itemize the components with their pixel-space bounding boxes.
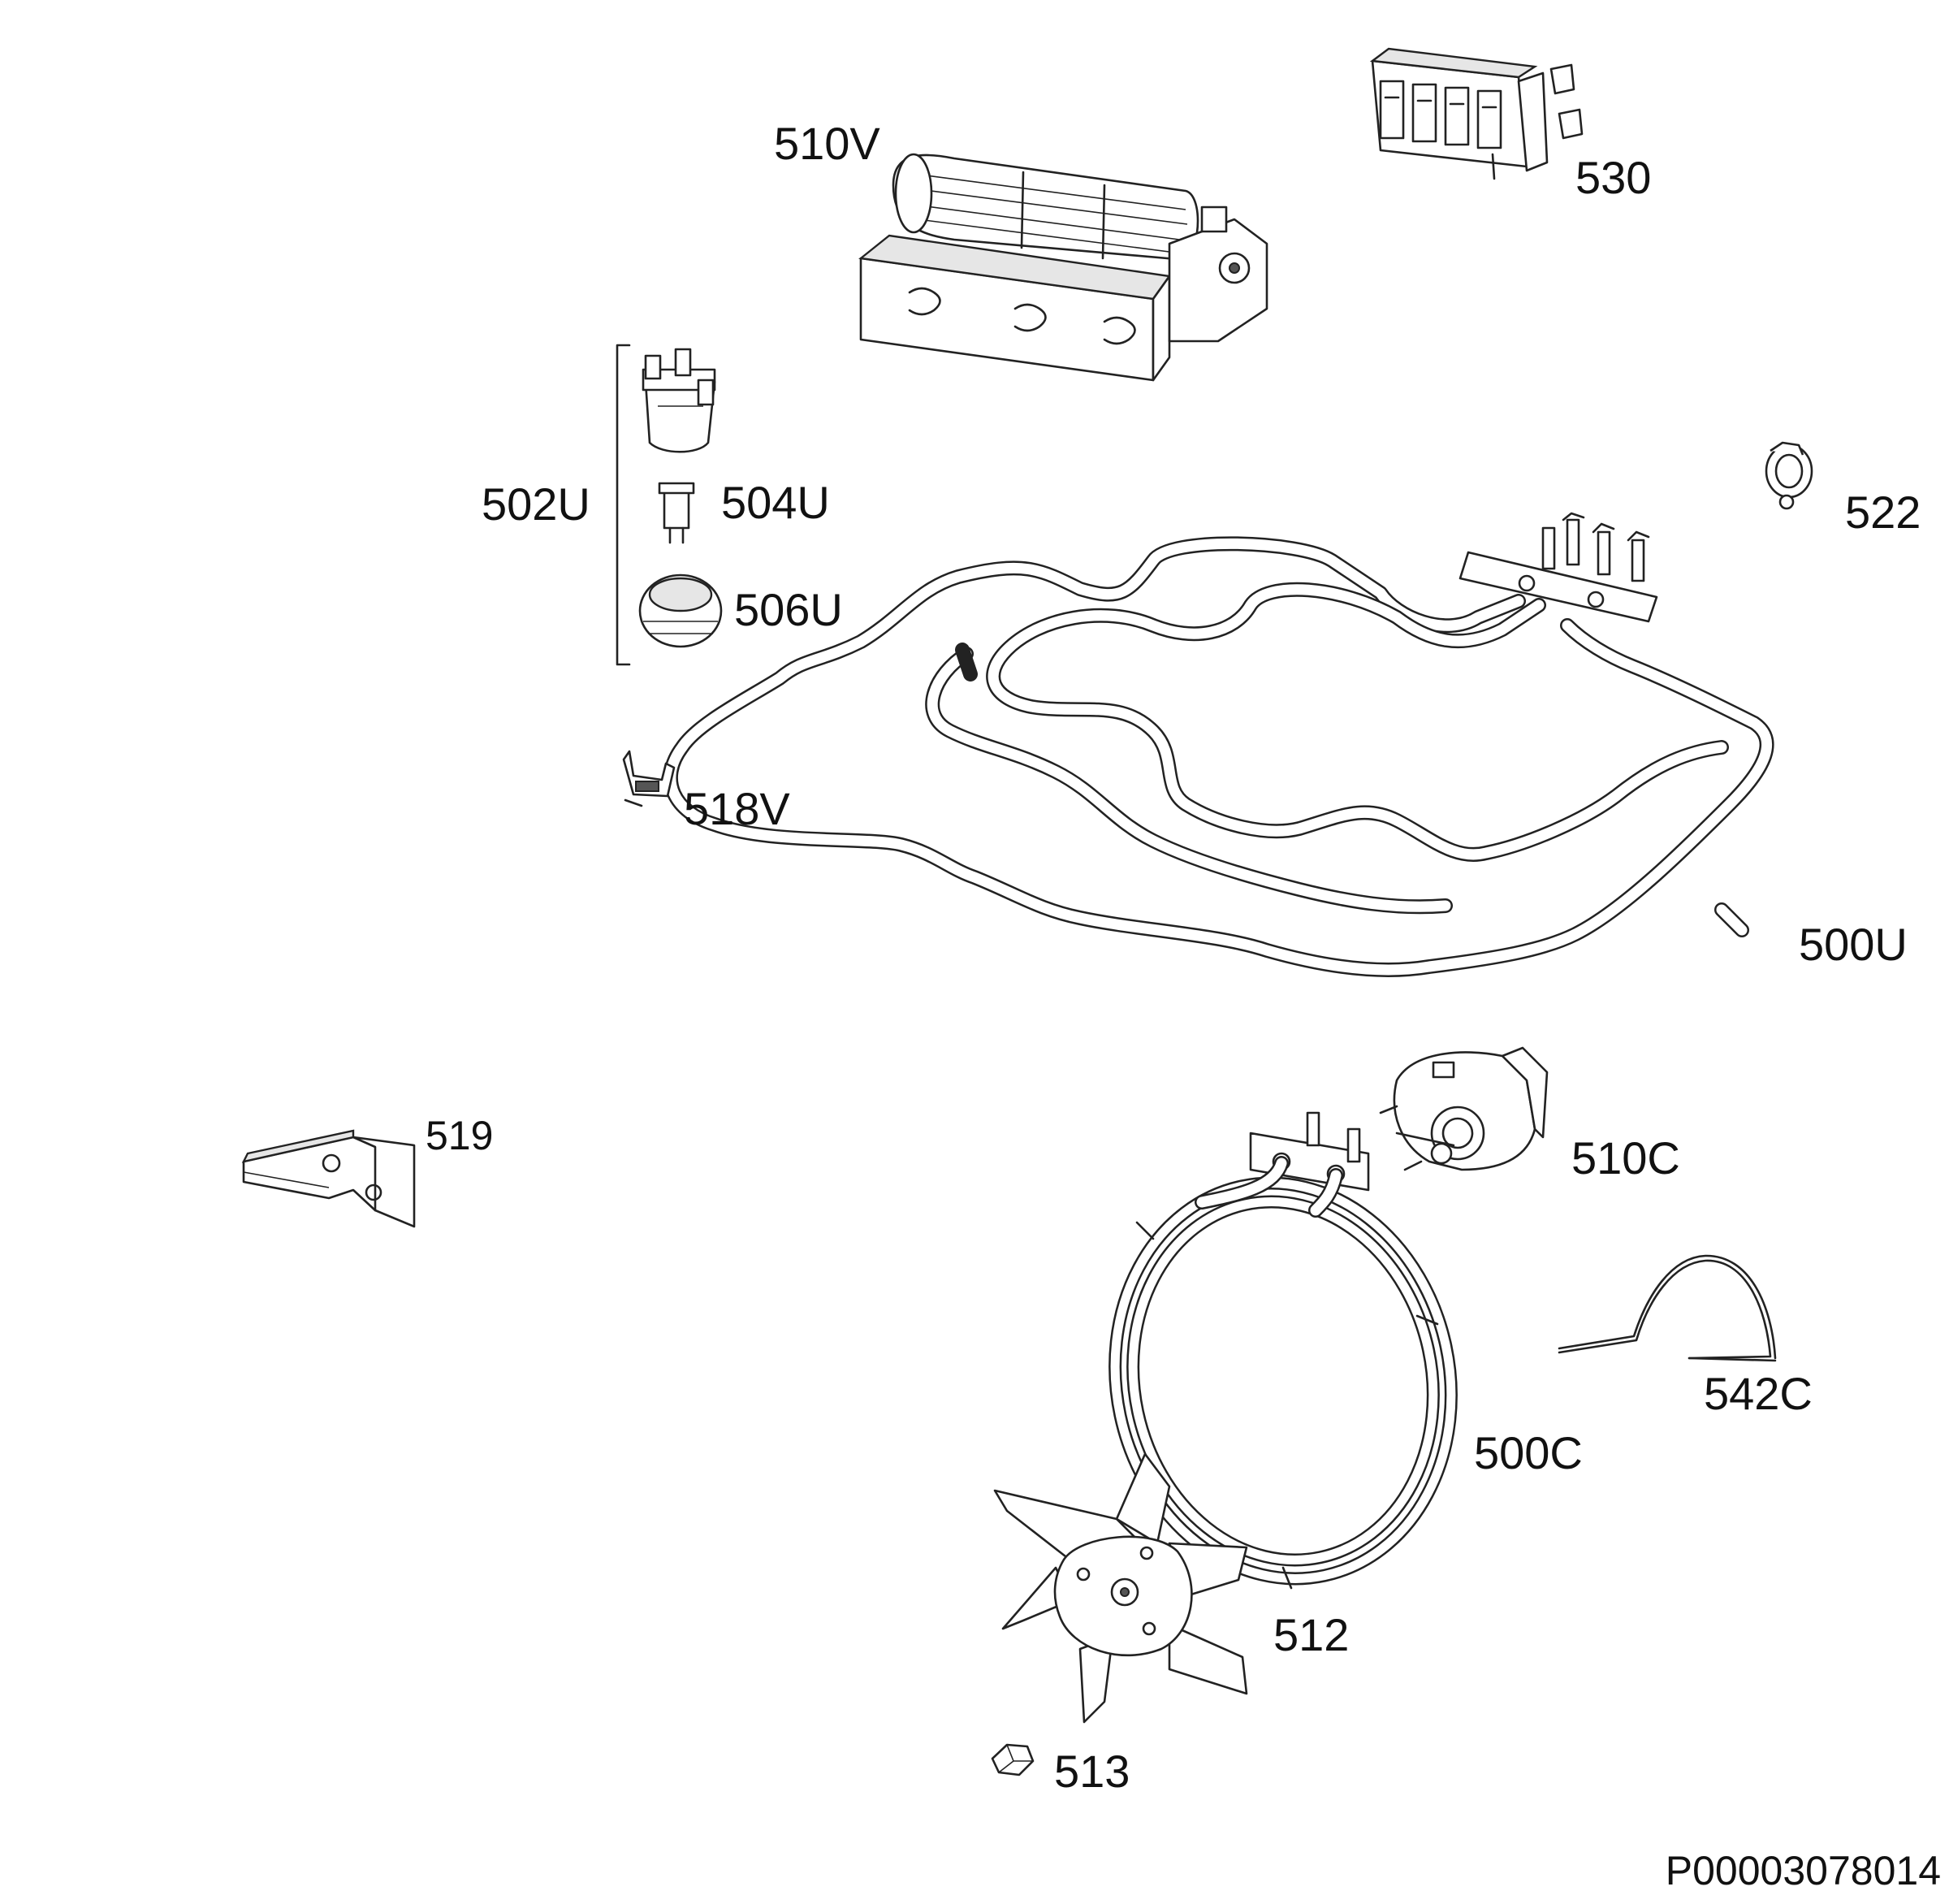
- label-500u: 500U: [1799, 919, 1908, 970]
- drawing-code: P00003078014: [1666, 1848, 1941, 1893]
- part-510c-fan-motor: [1379, 1046, 1549, 1171]
- part-518v-bracket: [622, 750, 676, 807]
- group-bracket-502u: [616, 344, 631, 666]
- label-519: 519: [426, 1113, 493, 1158]
- part-530-terminal-block: [1369, 47, 1584, 180]
- part-542c-wire-clip: [1558, 1254, 1777, 1362]
- part-510v-tangential-fan: [858, 153, 1268, 382]
- part-506u-lamp-glass: [638, 573, 723, 648]
- part-522-clip: [1765, 441, 1813, 510]
- part-513-nut: [991, 1743, 1035, 1776]
- part-504u-lamp-bulb: [658, 482, 695, 544]
- label-510v: 510V: [774, 118, 880, 169]
- label-504u: 504U: [721, 477, 830, 528]
- label-512: 512: [1273, 1609, 1349, 1660]
- label-542c: 542C: [1704, 1368, 1813, 1419]
- part-519-mounting-plate: [241, 1129, 416, 1228]
- label-530: 530: [1575, 152, 1651, 203]
- label-513: 513: [1054, 1746, 1130, 1797]
- label-510c: 510C: [1571, 1132, 1680, 1184]
- part-500c-circular-element: [1108, 1111, 1458, 1590]
- part-512-fan-blade: [993, 1452, 1248, 1724]
- label-518v: 518V: [684, 783, 790, 834]
- part-500u-grill-element: [663, 512, 1774, 977]
- label-502u: 502U: [482, 478, 590, 530]
- label-522: 522: [1845, 487, 1921, 538]
- part-502u-lamp-holder: [642, 348, 716, 453]
- label-500c: 500C: [1474, 1427, 1583, 1478]
- label-506u: 506U: [734, 584, 843, 635]
